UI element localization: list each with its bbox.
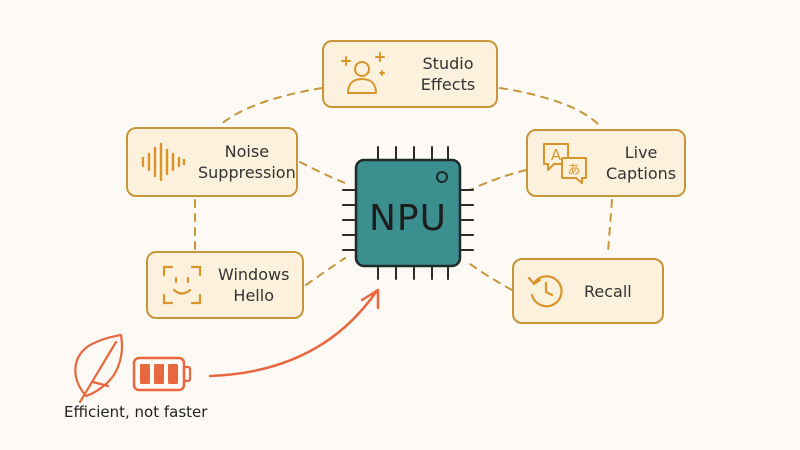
translate-icon: A あ <box>543 143 587 184</box>
efficiency-arrowhead <box>360 288 380 310</box>
leaf-icon <box>74 333 123 404</box>
feature-box-live-captions: A あ Live Captions <box>526 129 686 197</box>
recall-label: Recall <box>584 281 632 301</box>
chip-notch <box>436 171 448 183</box>
connector-recall-npu <box>469 263 513 291</box>
connector-noise-npu <box>299 161 346 184</box>
feature-box-recall: Recall <box>512 258 664 324</box>
person-sparkles-icon <box>341 52 385 94</box>
connector-studio-captions <box>499 87 601 127</box>
noise-suppression-label-line-2: Suppression <box>198 163 296 182</box>
feature-box-noise-suppression: Noise Suppression <box>126 127 298 197</box>
chip-pins <box>342 146 474 280</box>
studio-effects-label: Studio Effects <box>420 54 476 94</box>
history-clock-icon <box>527 275 563 308</box>
efficiency-caption: Efficient, not faster <box>64 403 208 421</box>
connector-studio-noise <box>219 87 323 126</box>
connector-captions-recall <box>607 199 613 253</box>
svg-text:A: A <box>551 146 562 164</box>
live-captions-label-line-1: Live <box>624 143 658 162</box>
npu-label: NPU <box>369 197 447 239</box>
connector-hello-npu <box>305 257 346 286</box>
sound-wave-icon <box>141 142 186 182</box>
face-scan-icon <box>162 265 202 305</box>
windows-hello-label-line-2: Hello <box>233 286 274 305</box>
noise-suppression-label-line-1: Noise <box>224 142 270 161</box>
svg-text:あ: あ <box>567 163 580 178</box>
efficiency-arrow <box>208 290 378 378</box>
live-captions-label-line-2: Captions <box>606 164 677 183</box>
battery-icon <box>132 356 192 392</box>
feature-box-windows-hello: Windows Hello <box>146 251 304 319</box>
npu-chip <box>354 158 462 268</box>
feature-box-studio-effects: Studio Effects <box>322 40 498 108</box>
windows-hello-label-line-1: Windows <box>218 265 290 284</box>
connector-captions-npu <box>469 169 527 191</box>
